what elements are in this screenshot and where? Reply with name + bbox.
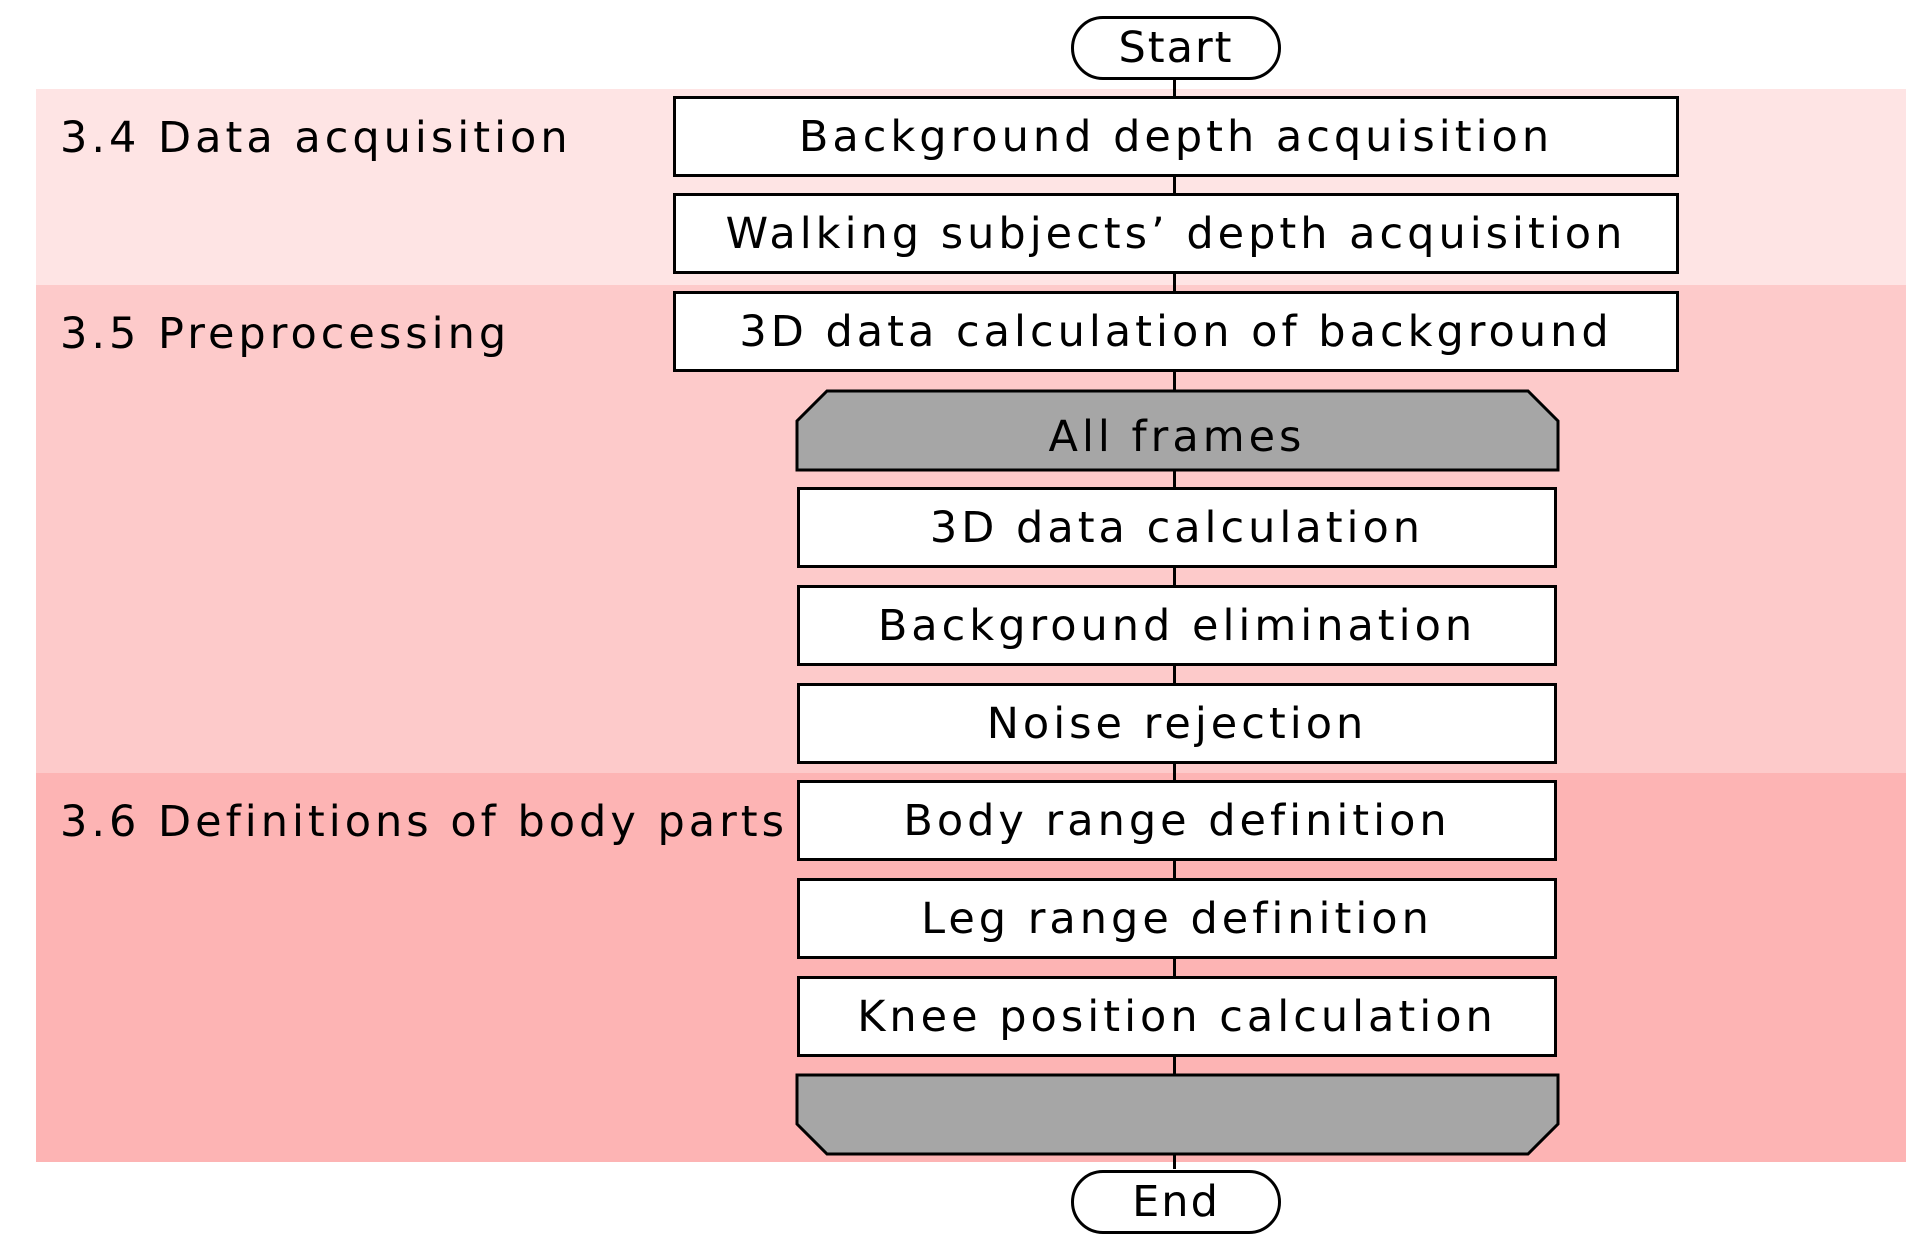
- end-terminal: End: [1071, 1170, 1281, 1234]
- step-3d-data-calculation: 3D data calculation: [797, 487, 1557, 568]
- step-background-elimination: Background elimination: [797, 585, 1557, 666]
- step-knee-position-calculation: Knee position calculation: [797, 976, 1557, 1057]
- loop-start-label: All frames: [1048, 411, 1306, 462]
- step-noise-rejection: Noise rejection: [797, 683, 1557, 764]
- start-terminal: Start: [1071, 16, 1281, 80]
- section-label-data-acquisition: 3.4 Data acquisition: [60, 113, 572, 163]
- step-body-range-definition: Body range definition: [797, 780, 1557, 861]
- step-leg-range-definition: Leg range definition: [797, 878, 1557, 959]
- step-walking-subjects-depth-acquisition: Walking subjects’ depth acquisition: [673, 193, 1679, 274]
- step-3d-data-calculation-background: 3D data calculation of background: [673, 291, 1679, 372]
- section-label-preprocessing: 3.5 Preprocessing: [60, 309, 511, 359]
- step-background-depth-acquisition: Background depth acquisition: [673, 96, 1679, 177]
- loop-end-shape: [795, 1073, 1560, 1156]
- section-label-definitions: 3.6 Definitions of body parts: [60, 797, 789, 847]
- loop-start-shape: [795, 389, 1560, 472]
